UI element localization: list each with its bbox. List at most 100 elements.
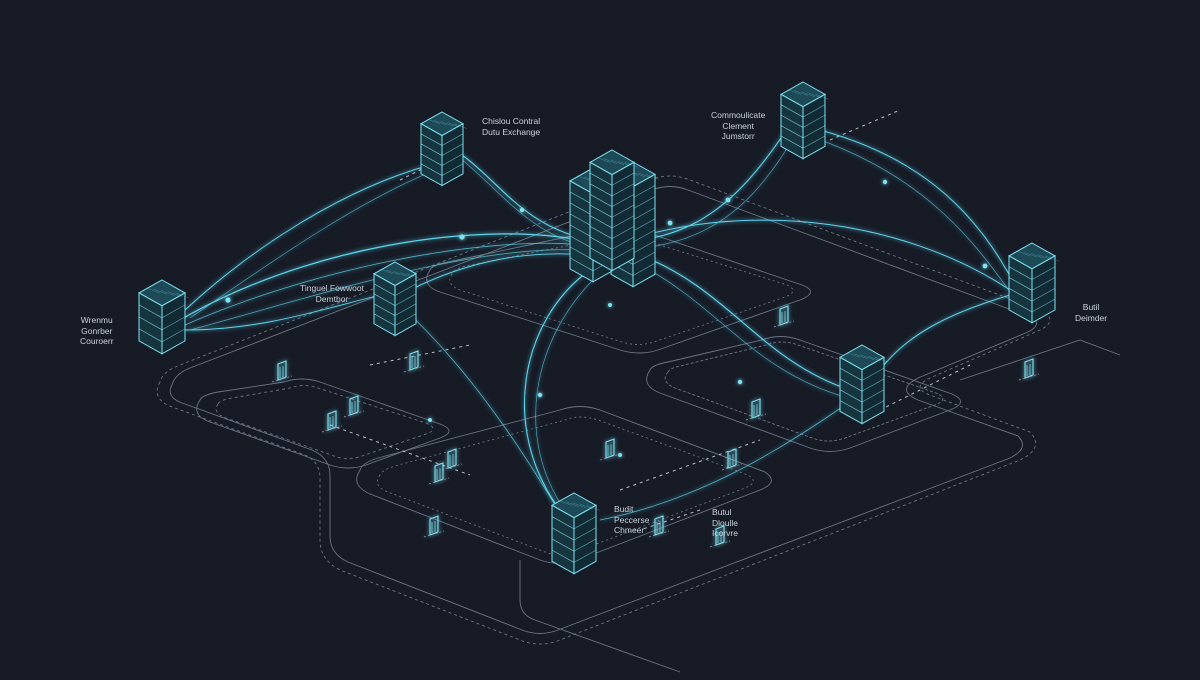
rack-line [569,235,594,250]
rack-line [551,516,575,530]
server-cluster-icon [568,149,660,288]
top-texture [433,120,447,126]
track-loop-top-2 [449,234,794,345]
terminal-marker-icon [773,305,795,328]
server-icon-right [1007,242,1060,324]
marker-bars [1026,364,1031,376]
rack-line [632,240,656,254]
marker-bars [329,416,334,428]
dot-10 [428,418,432,422]
track-loop-left-2 [215,385,434,459]
rack-line [839,389,863,403]
rack-line [611,194,635,207]
marker-frame [349,395,359,416]
marker-frame [605,438,615,459]
terminal-marker-icon [423,515,445,538]
terminal-marker-icon [709,525,731,548]
track-network [156,175,1121,673]
track-spur-right [959,339,1121,381]
top-texture [1015,250,1030,257]
rack-line [1031,266,1056,280]
rack-line [589,236,613,250]
marker-base [428,477,450,485]
top-texture [572,502,586,508]
top-texture [558,500,572,506]
rack-line [611,247,635,261]
server-right-face [802,93,826,160]
label-line: Butul [712,507,732,517]
rack-line [573,527,597,541]
rack-line [632,262,656,276]
marker-frame [409,350,419,371]
label-line: Deimder [1075,312,1108,323]
rack-line [861,367,885,381]
marker-bars [351,401,356,413]
rack-line [161,328,186,343]
link-topleft-central [454,149,591,241]
rack-line [632,229,656,243]
server-icon-top-right [779,81,830,160]
rack-line [394,293,417,306]
marker-base [441,463,463,471]
rack-line [373,283,396,296]
rack-line [1031,277,1056,291]
rack-line [589,172,613,186]
label-line: Butil [1082,302,1100,312]
rack-line [551,527,575,541]
label-line: Couroerr [80,336,114,346]
server-right-face [441,122,464,187]
link-central-bottom-b [535,274,599,513]
server-right-face [394,272,417,337]
rack-line [780,114,804,128]
top-texture [454,123,467,129]
rack-line [589,194,613,207]
top-texture [794,90,808,96]
terminal-marker-icon [403,350,425,373]
top-texture [645,174,660,180]
rack-line [394,313,417,326]
dot-8 [737,379,743,385]
top-texture [638,172,652,179]
rack-line [632,218,656,232]
dot-7 [982,263,988,269]
marker-bars [717,531,722,543]
rack-line [569,191,594,206]
rack-line [161,304,186,319]
dot-5 [725,197,731,203]
terminal-marker-icon [441,448,463,471]
top-texture [815,94,830,100]
rack-line [589,226,613,239]
marker-frame [715,525,725,546]
marker-frame [1024,358,1034,379]
rack-line [373,313,396,326]
marker-bars [607,444,612,456]
label-line: Jumstorr [721,131,755,141]
marker-bars [656,521,661,533]
server-right-face [632,173,656,288]
server-right-face [611,161,635,272]
dot-4 [667,220,673,226]
link-central-midright [639,254,851,391]
top-texture [565,501,579,507]
dot-12 [608,303,612,307]
rack-line [420,163,443,176]
server-left-face [589,161,613,272]
terminal-marker-icon [271,360,293,383]
marker-frame [429,515,439,536]
label-line: Demtbor [315,293,349,304]
dash-link-3 [369,344,471,366]
rack-line [839,400,863,414]
label-line: Chmeer [614,525,645,535]
server-icon-mid-right [838,344,889,425]
link-central-right [644,219,1011,291]
rack-line [780,125,804,139]
label-bottom-side: Butul Dloulle Icorvre [712,507,738,539]
rack-line [611,236,635,250]
link-central-left-b [184,242,586,326]
terminal-marker-icon [343,395,365,418]
server-right-face [573,504,597,575]
rack-line [1008,277,1033,291]
rack-line [802,135,826,149]
label-line: Peccerse [614,514,650,525]
track-spur-bottom [519,560,681,673]
